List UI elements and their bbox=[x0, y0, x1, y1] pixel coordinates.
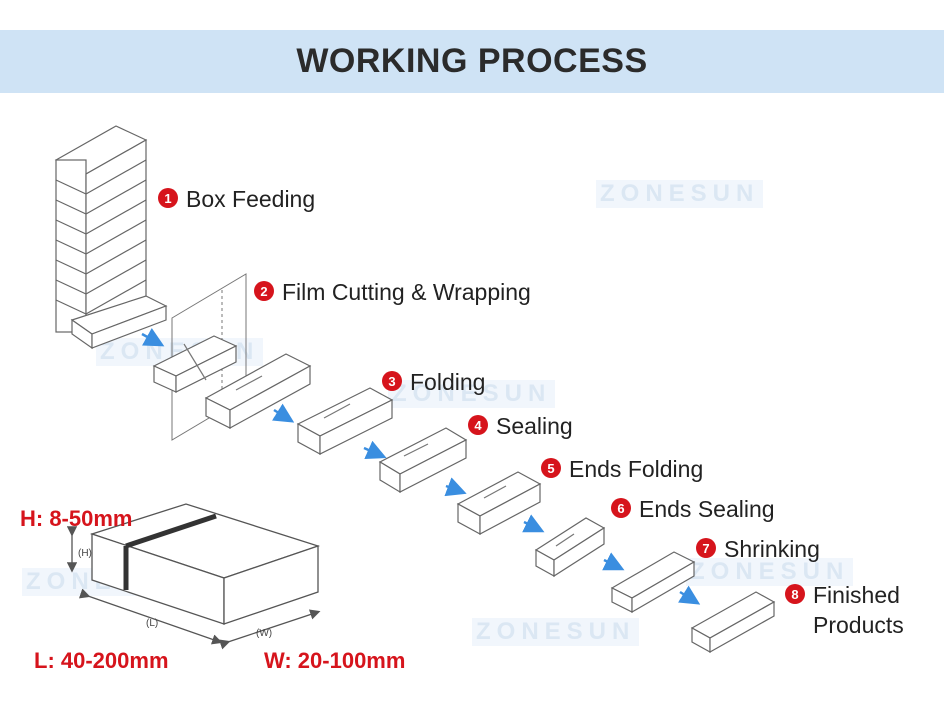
step-sealing: 4 Sealing bbox=[468, 411, 573, 441]
step-number-badge: 2 bbox=[254, 281, 274, 301]
step-number-badge: 4 bbox=[468, 415, 488, 435]
height-range-label: H: 8-50mm bbox=[20, 506, 133, 531]
watermark: ZONESUN bbox=[388, 380, 556, 408]
flow-arrow bbox=[363, 440, 387, 460]
step-label-line: Products bbox=[813, 612, 904, 638]
watermark: ZONESUN bbox=[596, 180, 764, 208]
step-label: Sealing bbox=[496, 413, 573, 439]
dimension-box-illustration bbox=[66, 503, 321, 650]
step-shrinking: 7 Shrinking bbox=[696, 534, 820, 564]
step-label: Shrinking bbox=[724, 536, 820, 562]
step-label: Box Feeding bbox=[186, 186, 316, 212]
box-wrapped-illustration bbox=[204, 353, 312, 430]
watermark: ZONESUN bbox=[472, 618, 640, 646]
step-finished-products: 8 Finished Products bbox=[785, 580, 904, 640]
watermark: ZONESUN bbox=[686, 558, 854, 586]
step-label: Folding bbox=[410, 369, 486, 395]
title-banner: WORKING PROCESS bbox=[0, 30, 944, 93]
step-box-feeding: 1 Box Feeding bbox=[158, 184, 315, 214]
step-label: Ends Sealing bbox=[639, 496, 775, 522]
width-range-label: W: 20-100mm bbox=[264, 648, 406, 673]
step-number-badge: 3 bbox=[382, 371, 402, 391]
step-label-line: Finished bbox=[813, 582, 900, 608]
step-label: Film Cutting & Wrapping bbox=[282, 279, 531, 305]
box-shrinking-illustration bbox=[610, 551, 696, 614]
box-mark-w: (W) bbox=[256, 628, 272, 639]
length-range-label: L: 40-200mm bbox=[34, 648, 169, 673]
box-finished-illustration bbox=[690, 591, 776, 654]
page-title: WORKING PROCESS bbox=[296, 42, 648, 80]
step-label: Ends Folding bbox=[569, 456, 704, 482]
box-ends-sealing-illustration bbox=[534, 517, 606, 578]
flow-arrow bbox=[271, 403, 295, 423]
box-folding-illustration bbox=[296, 387, 394, 456]
box-ends-folding-illustration bbox=[456, 471, 542, 536]
flow-arrow bbox=[522, 514, 545, 533]
flow-arrow bbox=[677, 585, 701, 605]
step-number-badge: 8 bbox=[785, 584, 805, 604]
flow-arrows bbox=[141, 327, 701, 605]
step-ends-sealing: 6 Ends Sealing bbox=[611, 494, 775, 524]
flow-arrow bbox=[444, 477, 467, 497]
box-mark-l: (L) bbox=[146, 618, 158, 629]
step-folding: 3 Folding bbox=[382, 367, 485, 397]
box-mark-h: (H) bbox=[78, 548, 92, 559]
box-sealing-illustration bbox=[378, 427, 468, 494]
box-stack-illustration bbox=[54, 125, 168, 350]
step-number-badge: 7 bbox=[696, 538, 716, 558]
step-number-badge: 6 bbox=[611, 498, 631, 518]
step-film-cutting: 2 Film Cutting & Wrapping bbox=[254, 277, 531, 307]
flow-arrow bbox=[141, 327, 165, 347]
step-number-badge: 5 bbox=[541, 458, 561, 478]
step-ends-folding: 5 Ends Folding bbox=[541, 454, 703, 484]
box-wrapping-illustration bbox=[152, 335, 238, 393]
step-label: Finished Products bbox=[813, 580, 904, 640]
step-number-badge: 1 bbox=[158, 188, 178, 208]
flow-arrow bbox=[602, 552, 625, 571]
